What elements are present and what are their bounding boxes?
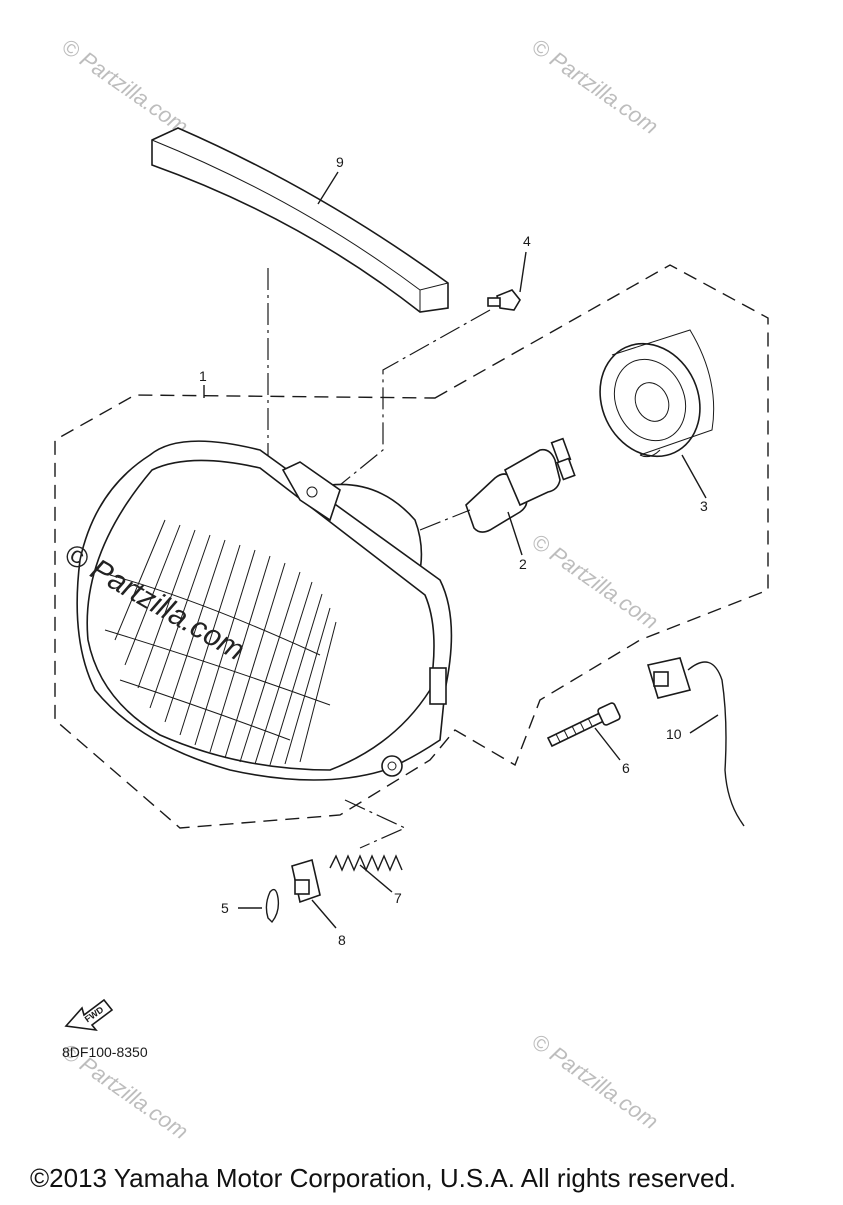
callout-5: 5: [221, 900, 229, 916]
watermark: © Partzilla.com: [527, 1029, 663, 1135]
bulb-axis-line: [419, 509, 471, 531]
cotter-clip-part: [265, 888, 280, 924]
callout-4: 4: [523, 233, 531, 249]
clip-part: [487, 289, 521, 311]
copyright-text: ©2013 Yamaha Motor Corporation, U.S.A. A…: [30, 1163, 736, 1193]
wire-harness-part: [646, 657, 745, 827]
leader-6: [594, 727, 621, 761]
diagram-code: 8DF100-8350: [62, 1044, 148, 1060]
callout-2: 2: [519, 556, 527, 572]
leader-4: [519, 251, 527, 293]
callout-1: 1: [199, 368, 207, 384]
watermark: © Partzilla.com: [57, 34, 193, 140]
bulb-part: [465, 437, 576, 533]
lens-cover-part: [151, 127, 449, 313]
callout-8: 8: [338, 932, 346, 948]
leader-7: [359, 864, 393, 893]
fwd-arrow-icon: FWD: [64, 998, 114, 1032]
clip-assembly-line: [339, 309, 491, 486]
headlight-unit: [76, 440, 453, 781]
callout-10: 10: [666, 726, 682, 742]
leader-9: [317, 171, 339, 205]
watermark: © Partzilla.com: [527, 34, 663, 140]
leader-10: [689, 714, 719, 734]
bulb-cover-part: [599, 329, 715, 458]
nut-clip-part: [291, 858, 321, 904]
assembly-outline: [54, 264, 769, 829]
watermark: © Partzilla.com: [527, 529, 663, 635]
screw-part: [546, 702, 621, 748]
leader-2: [507, 511, 523, 556]
leader-8: [311, 899, 337, 929]
callout-6: 6: [622, 760, 630, 776]
callout-3: 3: [700, 498, 708, 514]
callout-9: 9: [336, 154, 344, 170]
leader-3: [681, 454, 707, 499]
spring-assembly-line: [344, 799, 407, 849]
spring-part: [329, 854, 403, 872]
callout-7: 7: [394, 890, 402, 906]
